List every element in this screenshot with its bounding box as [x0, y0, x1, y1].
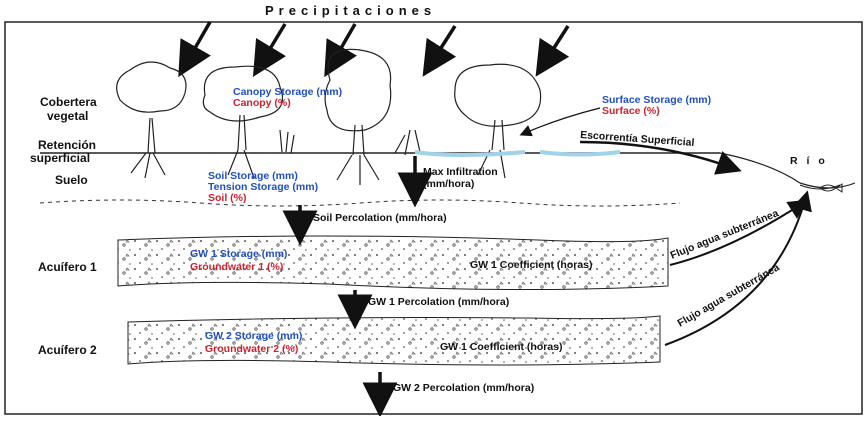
surface-pct-label: Surface (%): [602, 105, 660, 117]
aquifer-1-label: Acuífero 1: [38, 260, 97, 274]
rain-arrow: [262, 24, 285, 62]
grass-icon: [280, 130, 294, 153]
gw1-storage-label: GW 1 Storage (mm): [190, 248, 287, 260]
gw2-storage-label: GW 2 Storage (mm): [205, 330, 302, 342]
tree-icon: [325, 49, 391, 185]
gw2-coefficient-label: GW 1 Coefficient (horas): [440, 341, 563, 353]
canopy-pct-label: Canopy (%): [233, 97, 291, 109]
canopy-layer-label: Cobertera: [40, 95, 97, 109]
retention-label: Retención: [38, 138, 96, 152]
soil-pct-label: Soil (%): [208, 192, 247, 204]
gw1-coefficient-label: GW 1 Coefficient (horas): [470, 259, 593, 271]
max-infiltration-unit: (mm/hora): [423, 178, 474, 190]
precipitation-title: Precipitaciones: [265, 3, 436, 18]
rain-arrow: [333, 24, 355, 62]
aquifer-2-label: Acuífero 2: [38, 343, 97, 357]
rain-arrow: [545, 26, 568, 62]
tree-icon: [117, 62, 186, 178]
max-infiltration-label: Max Infiltration: [423, 166, 498, 178]
river-bank: [720, 153, 855, 188]
rain-arrows: [187, 22, 568, 62]
trees: [117, 49, 541, 185]
soil-label: Suelo: [55, 173, 88, 187]
gw1-percolation-label: GW 1 Percolation (mm/hora): [368, 296, 509, 308]
gw-flow-label-1: Flujo agua subterránea: [669, 207, 781, 261]
rain-arrow: [432, 26, 455, 62]
retention-label-2: superficial: [30, 151, 90, 165]
gw-flow-label-2: Flujo agua subterránea: [676, 261, 782, 329]
gw1-pct-label: Groundwater 1 (%): [190, 261, 283, 273]
soil-percolation-label: Soil Percolation (mm/hora): [313, 212, 447, 224]
tree-icon: [455, 64, 541, 178]
rain-arrow: [187, 22, 210, 62]
tree-icon: [203, 66, 282, 178]
soil-bottom-line: [40, 200, 680, 206]
canopy-layer-label-2: vegetal: [47, 109, 88, 123]
gw2-pct-label: Groundwater 2 (%): [205, 343, 298, 355]
river-label: R í o: [790, 155, 828, 167]
gw2-percolation-label: GW 2 Percolation (mm/hora): [393, 382, 534, 394]
